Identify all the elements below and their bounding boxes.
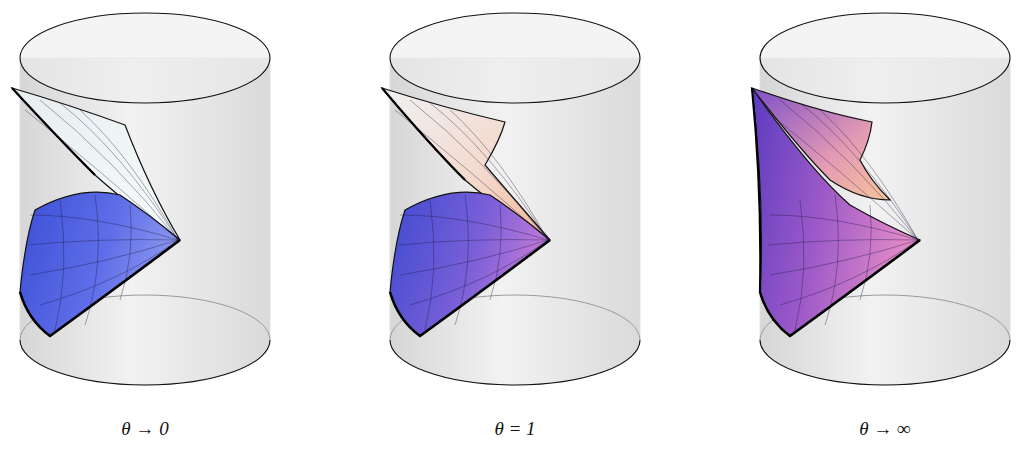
parameter-label: θ → 0: [121, 418, 168, 440]
parameter-label: θ → ∞: [859, 418, 910, 440]
cylinder-figure: [382, 13, 640, 385]
cylinder-figure: [752, 13, 1010, 385]
cylinder-figure: [12, 13, 270, 385]
parameter-label: θ = 1: [494, 418, 535, 440]
